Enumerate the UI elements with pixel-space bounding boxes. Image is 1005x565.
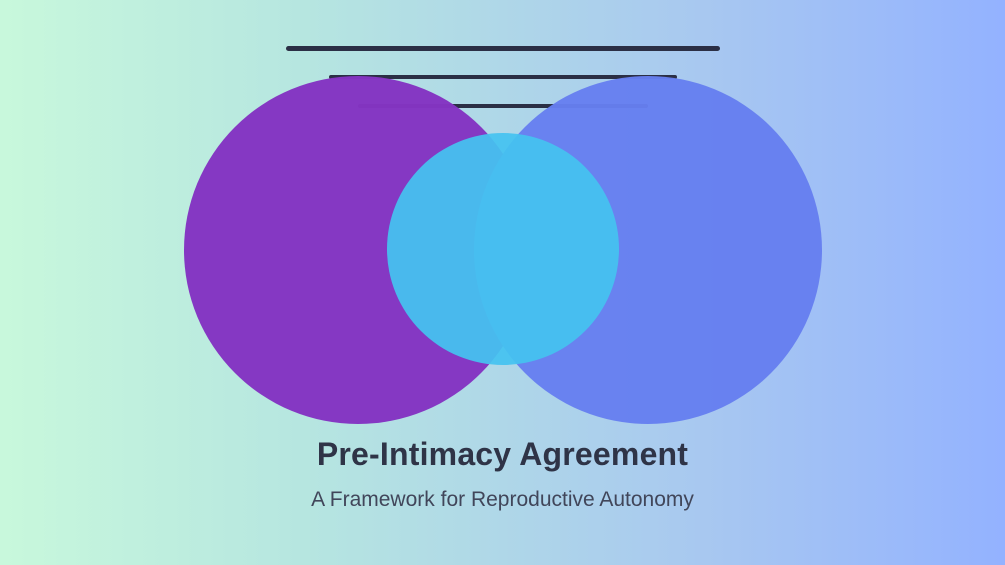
venn-intersection-circle xyxy=(387,133,619,365)
page-title: Pre-Intimacy Agreement xyxy=(316,436,689,472)
decorative-line-middle xyxy=(329,75,677,79)
decorative-line-bottom xyxy=(358,104,648,108)
decorative-line-top xyxy=(286,46,720,51)
page-subtitle: A Framework for Reproductive Autonomy xyxy=(311,488,694,511)
